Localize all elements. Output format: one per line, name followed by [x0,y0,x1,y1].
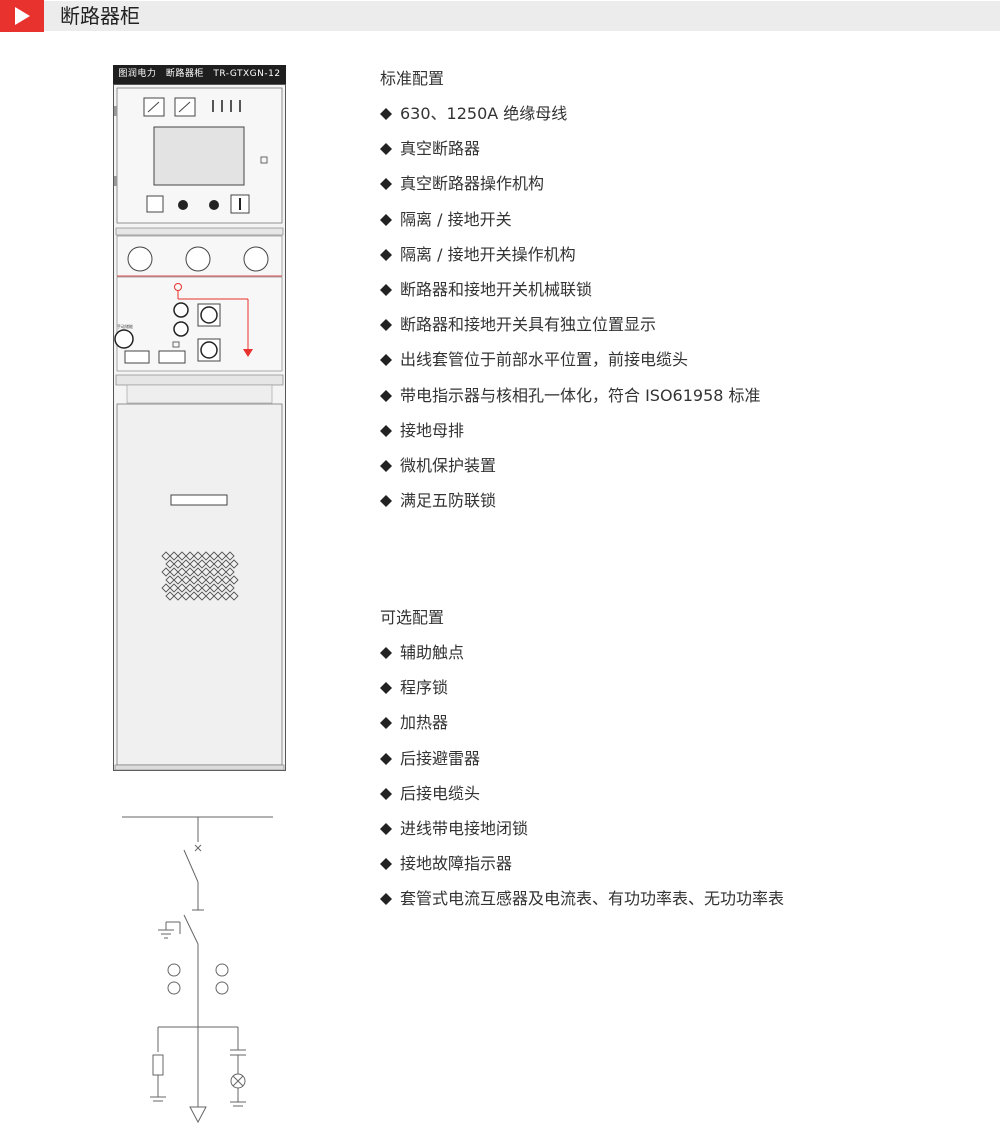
ventilation-grille [161,551,239,601]
cabinet-drawing: 手动储能 [113,84,286,771]
list-item: 隔离 / 接地开关 [380,209,761,244]
list-item: 程序锁 [380,677,784,712]
list-item-text: 加热器 [400,713,449,733]
diamond-bullet-icon [380,143,392,156]
list-item: 后接电缆头 [380,783,784,818]
diamond-bullet-icon [380,424,392,437]
diamond-bullet-icon [380,283,392,296]
optional-config-section: 可选配置 辅助触点程序锁加热器后接避雷器后接电缆头进线带电接地闭锁接地故障指示器… [380,607,784,924]
page-title: 断路器柜 [60,4,140,28]
diamond-bullet-icon [380,354,392,367]
diamond-bullet-icon [380,389,392,402]
list-item: 断路器和接地开关机械联锁 [380,279,761,314]
list-item: 加热器 [380,712,784,747]
diamond-bullet-icon [380,178,392,191]
list-item: 接地母排 [380,420,761,455]
list-item-text: 断路器和接地开关机械联锁 [400,279,593,299]
list-item: 630、1250A 绝缘母线 [380,103,761,138]
diamond-bullet-icon [380,495,392,508]
diamond-bullet-icon [380,787,392,800]
diamond-bullet-icon [380,213,392,226]
svg-text:手动储能: 手动储能 [117,323,133,329]
knob-icons [127,246,269,272]
diamond-bullet-icon [380,319,392,332]
standard-config-heading: 标准配置 [380,69,445,88]
standard-config-list: 630、1250A 绝缘母线真空断路器真空断路器操作机构隔离 / 接地开关隔离 … [380,103,761,525]
meter-icon [143,97,196,117]
list-item-text: 带电指示器与核相孔一体化，符合 ISO61958 标准 [400,385,761,405]
list-item-text: 真空断路器操作机构 [400,174,545,194]
list-item: 进线带电接地闭锁 [380,818,784,853]
list-item: 真空断路器 [380,138,761,173]
list-item-text: 出线套管位于前部水平位置，前接电缆头 [400,350,689,370]
list-item: 带电指示器与核相孔一体化，符合 ISO61958 标准 [380,385,761,420]
diamond-bullet-icon [380,459,392,472]
list-item: 隔离 / 接地开关操作机构 [380,244,761,279]
header-bar [44,1,1000,31]
list-item-text: 满足五防联锁 [400,491,497,511]
list-item: 微机保护装置 [380,455,761,490]
indicator-lamps [212,100,241,112]
list-item: 断路器和接地开关具有独立位置显示 [380,314,761,349]
diamond-bullet-icon [380,752,392,765]
diamond-bullet-icon [380,248,392,261]
list-item-text: 接地母排 [400,420,465,440]
diamond-bullet-icon [380,858,392,871]
list-item-text: 真空断路器 [400,139,481,159]
list-item-text: 隔离 / 接地开关操作机构 [400,244,576,264]
list-item: 出线套管位于前部水平位置，前接电缆头 [380,349,761,384]
list-item-text: 后接电缆头 [400,783,481,803]
list-item-text: 程序锁 [400,678,449,698]
section-header: 断路器柜 [0,0,1000,32]
standard-config-section: 标准配置 630、1250A 绝缘母线真空断路器真空断路器操作机构隔离 / 接地… [380,68,761,525]
list-item-text: 套管式电流互感器及电流表、有功功率表、无功功率表 [400,889,785,909]
cabinet-illustration: 图润电力 断路器柜 TR-GTXGN-12 [113,65,286,771]
list-item-text: 后接避雷器 [400,748,481,768]
diamond-bullet-icon [380,822,392,835]
optional-config-list: 辅助触点程序锁加热器后接避雷器后接电缆头进线带电接地闭锁接地故障指示器套管式电流… [380,642,784,924]
list-item-text: 隔离 / 接地开关 [400,209,512,229]
list-item-text: 断路器和接地开关具有独立位置显示 [400,315,657,335]
diamond-bullet-icon [380,647,392,659]
list-item: 后接避雷器 [380,748,784,783]
list-item-text: 辅助触点 [400,643,465,662]
list-item: 套管式电流互感器及电流表、有功功率表、无功功率表 [380,888,784,923]
diamond-bullet-icon [380,893,392,906]
list-item-text: 接地故障指示器 [400,854,513,874]
list-item: 满足五防联锁 [380,490,761,525]
list-item: 真空断路器操作机构 [380,173,761,208]
cabinet-label: 图润电力 断路器柜 TR-GTXGN-12 [113,65,286,84]
diamond-bullet-icon [380,108,392,120]
optional-config-heading: 可选配置 [380,608,445,627]
diamond-bullet-icon [380,717,392,730]
list-item: 接地故障指示器 [380,853,784,888]
list-item: 辅助触点 [380,642,784,677]
list-item-text: 微机保护装置 [400,455,497,475]
list-item-text: 630、1250A 绝缘母线 [400,104,568,123]
diamond-bullet-icon [380,682,392,695]
list-item-text: 进线带电接地闭锁 [400,818,529,838]
single-line-diagram [122,816,273,1124]
play-triangle-icon [0,0,44,32]
